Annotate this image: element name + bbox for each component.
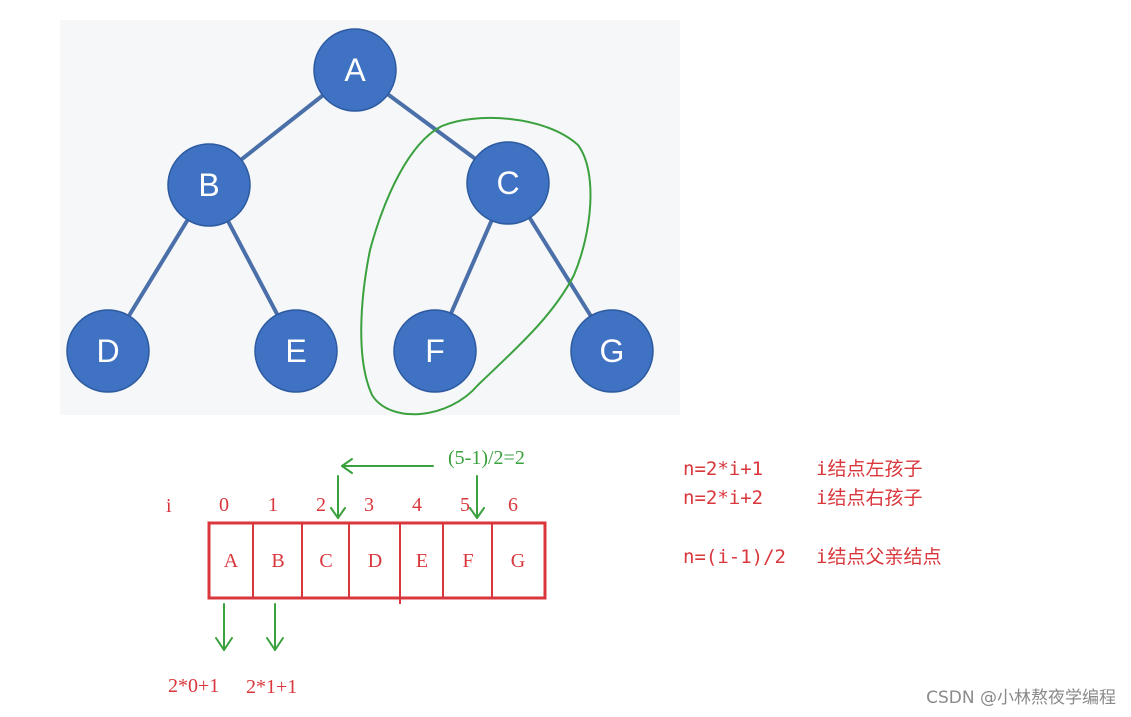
tree-node-g: G [570,309,654,393]
tree-node-b-circle [167,143,251,227]
array-index-1: 1 [268,494,278,516]
array-index-5: 5 [460,494,470,516]
tree-node-a-circle [313,28,397,112]
array-outline [207,521,547,600]
parent-arrow-horizontal-head [341,458,353,474]
array-cell-6: G [511,550,525,572]
formula-parent-desc: i结点父亲结点 [816,546,941,568]
tree-node-a-label: A [344,52,366,88]
tree-node-g-circle [570,309,654,393]
array-index-row: i 0 1 2 3 4 5 6 [166,494,518,517]
array-cell-0: A [224,550,239,572]
tree-node-d-label: D [96,333,119,369]
subtree-highlight-loop [360,116,592,416]
array-index-2: 2 [316,494,326,516]
parent-example-label: (5-1)/2=2 [448,447,525,469]
tree-node-a: A [313,28,397,112]
tree-node-d-circle [66,309,150,393]
tree-node-b: B [167,143,251,227]
parent-arrows: (5-1)/2=2 [330,447,525,519]
tree-node-e-label: E [285,333,306,369]
tree-node-d: D [66,309,150,393]
array-index-4: 4 [412,494,422,516]
array-cell-5: F [462,550,473,572]
array-index-label: i [166,495,172,517]
array-index-0: 0 [219,494,229,516]
tree-node-f-circle [393,309,477,393]
tree-node-f-label: F [425,333,445,369]
left-child-example-2: 2*1+1 [246,676,297,698]
tree-nodes: A B C D E F G [66,28,654,393]
csdn-watermark: CSDN @小林熬夜学编程 [926,687,1116,708]
array-cell-3: D [368,550,382,572]
array-cell-1: B [271,550,284,572]
tree-node-e: E [254,309,338,393]
array-box: A B C D E F G [207,521,547,604]
child-arrow-index0-head [215,637,233,651]
formula-right-child-desc: i结点右孩子 [816,487,922,509]
left-child-example-1: 2*0+1 [168,675,219,697]
tree-node-e-circle [254,309,338,393]
formula-left-child-expr: n=2*i+1 [683,458,763,480]
array-index-6: 6 [508,494,518,516]
array-cell-2: C [319,550,332,572]
formula-parent-expr: n=(i-1)/2 [683,546,786,568]
child-arrow-index1-head [266,637,284,651]
tree-node-c-circle [466,141,550,225]
formula-legend: n=2*i+1 i结点左孩子 n=2*i+2 i结点右孩子 n=(i-1)/2 … [683,458,941,568]
tree-node-c: C [466,141,550,225]
tree-node-c-label: C [496,165,519,201]
formula-left-child-desc: i结点左孩子 [816,458,922,480]
parent-arrow-down-index5-head [469,507,485,519]
tree-node-g-label: G [600,333,625,369]
parent-arrow-down-index2-head [330,507,346,519]
array-index-3: 3 [364,494,374,516]
formula-right-child-expr: n=2*i+2 [683,487,763,509]
child-arrows [215,603,284,651]
array-cell-4: E [416,550,428,572]
tree-node-f: F [393,309,477,393]
tree-node-b-label: B [198,167,219,203]
